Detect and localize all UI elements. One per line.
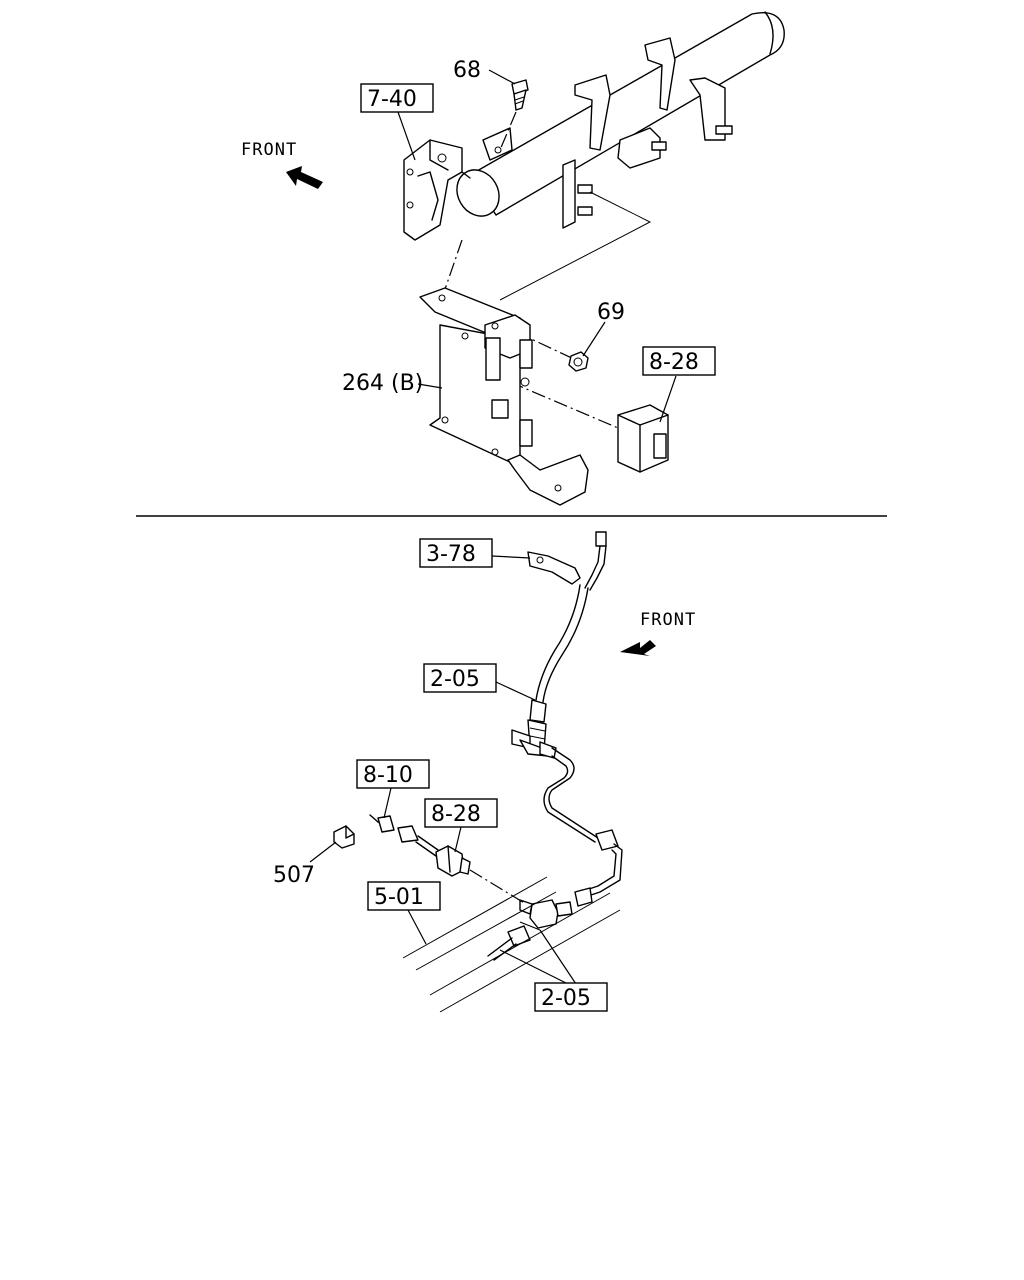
callout-3-78: 3-78 xyxy=(419,538,493,568)
brake-pipe xyxy=(543,747,623,907)
svg-text:2-05: 2-05 xyxy=(541,986,591,1011)
svg-text:507: 507 xyxy=(273,863,315,888)
bolt-68-icon xyxy=(511,79,529,111)
svg-text:8-10: 8-10 xyxy=(363,763,413,788)
nut-69-icon xyxy=(568,351,589,372)
connector-8-10 xyxy=(369,814,439,857)
svg-text:68: 68 xyxy=(453,58,481,83)
front-arrow-bottom-icon xyxy=(620,640,656,656)
callout-69: 69 xyxy=(597,300,625,325)
svg-text:264 (B): 264 (B) xyxy=(342,371,423,396)
bracket-block-7-40 xyxy=(403,139,471,241)
svg-text:69: 69 xyxy=(597,300,625,325)
callout-8-28-bottom: 8-28 xyxy=(424,798,498,828)
frame-rail-5-01 xyxy=(402,876,621,1013)
svg-text:8-28: 8-28 xyxy=(649,350,699,375)
cross-beam xyxy=(456,11,785,217)
top-section: FRONT xyxy=(241,11,785,506)
callout-5-01: 5-01 xyxy=(367,881,441,911)
front-arrow-top-icon xyxy=(286,166,323,189)
bottom-section: FRONT xyxy=(273,531,696,1013)
callout-2-05-upper: 2-05 xyxy=(423,663,497,693)
callout-264b: 264 (B) xyxy=(342,371,423,396)
callout-68: 68 xyxy=(453,58,481,83)
svg-text:2-05: 2-05 xyxy=(430,667,480,692)
tee-junction xyxy=(487,899,573,961)
callout-2-05-lower: 2-05 xyxy=(534,982,608,1012)
svg-text:3-78: 3-78 xyxy=(426,542,476,567)
callout-7-40: 7-40 xyxy=(360,83,434,113)
svg-text:5-01: 5-01 xyxy=(374,885,424,910)
control-module-8-28 xyxy=(617,404,669,473)
front-label-bottom: FRONT xyxy=(640,610,696,630)
clip-507-icon xyxy=(333,825,355,849)
svg-text:7-40: 7-40 xyxy=(367,87,417,112)
beam-brackets xyxy=(482,37,733,229)
front-label-top: FRONT xyxy=(241,140,297,160)
brake-hose xyxy=(511,584,589,759)
callout-8-28-top: 8-28 xyxy=(642,346,716,376)
callout-8-10: 8-10 xyxy=(356,759,430,789)
hose-top-fitting xyxy=(527,531,607,591)
bracket-264b xyxy=(419,287,589,506)
pressure-switch-8-28 xyxy=(435,845,471,877)
svg-text:8-28: 8-28 xyxy=(431,802,481,827)
callout-507: 507 xyxy=(273,863,315,888)
